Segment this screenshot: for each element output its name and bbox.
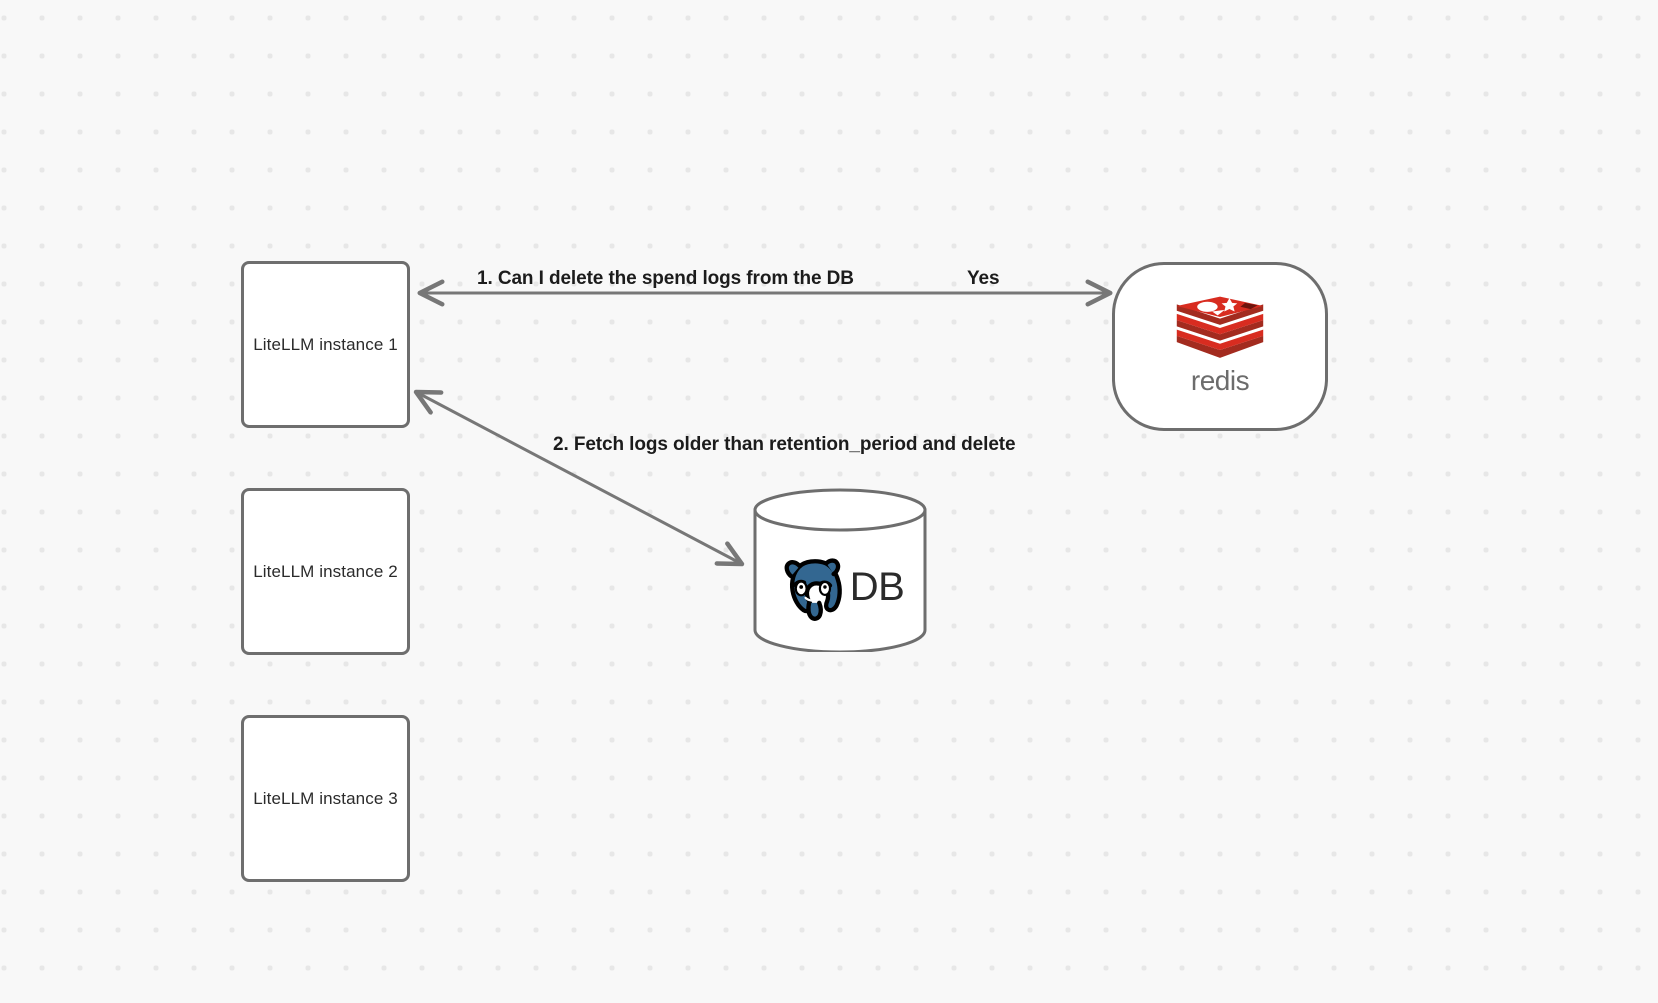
edge-1-answer-label: Yes <box>967 268 1000 289</box>
database-logo-group: DB <box>752 532 928 642</box>
node-litellm-instance-3-label: LiteLLM instance 3 <box>253 788 398 808</box>
edge-1-label: 1. Can I delete the spend logs from the … <box>477 268 854 289</box>
edge-litellm1-db <box>413 389 745 567</box>
node-litellm-instance-3[interactable]: LiteLLM instance 3 <box>241 715 410 882</box>
edge-2-label: 2. Fetch logs older than retention_perio… <box>553 434 1016 455</box>
node-litellm-instance-1[interactable]: LiteLLM instance 1 <box>241 261 410 428</box>
redis-wordmark: redis <box>1191 365 1250 396</box>
node-database[interactable]: DB <box>752 488 928 652</box>
node-litellm-instance-1-label: LiteLLM instance 1 <box>253 334 398 354</box>
node-litellm-instance-2-label: LiteLLM instance 2 <box>253 561 398 581</box>
node-litellm-instance-2[interactable]: LiteLLM instance 2 <box>241 488 410 655</box>
node-redis[interactable]: redis <box>1112 262 1328 431</box>
database-label: DB <box>849 565 905 609</box>
svg-text:redis: redis <box>1191 365 1249 396</box>
redis-logo-icon <box>1176 296 1264 358</box>
postgresql-elephant-icon <box>784 558 842 621</box>
